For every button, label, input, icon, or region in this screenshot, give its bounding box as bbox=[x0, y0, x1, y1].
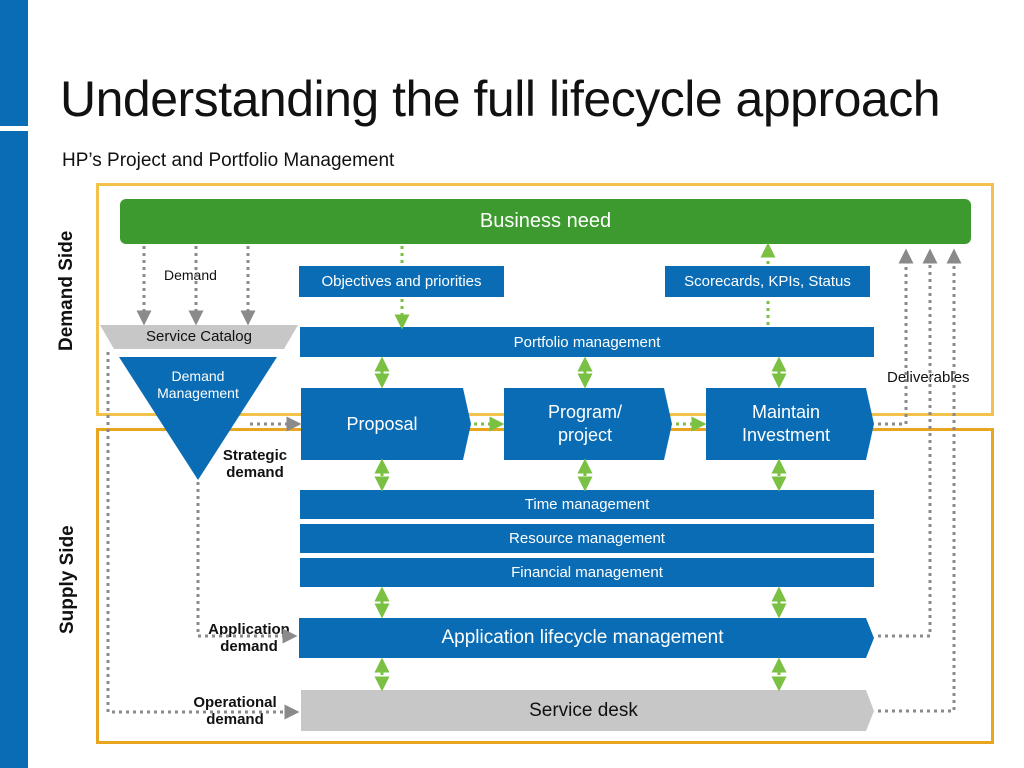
demand-label: Demand bbox=[164, 267, 217, 283]
application-lifecycle-label: Application lifecycle management bbox=[441, 627, 724, 648]
objectives-box: Objectives and priorities bbox=[299, 266, 504, 297]
service-catalog-label: Service Catalog bbox=[146, 328, 252, 345]
service-catalog-shape bbox=[100, 325, 298, 349]
program-project-label: Program/ project bbox=[547, 402, 623, 445]
application-demand-label: Application demand bbox=[208, 621, 290, 655]
service-desk-shape bbox=[301, 690, 874, 731]
proposal-label: Proposal bbox=[346, 413, 418, 434]
service-desk-label: Service desk bbox=[529, 699, 638, 721]
maintain-investment-label: Maintain Investment bbox=[741, 402, 831, 445]
scorecards-box: Scorecards, KPIs, Status bbox=[665, 266, 870, 297]
demand-management-triangle bbox=[119, 357, 277, 480]
business-need-bar: Business need bbox=[120, 199, 971, 244]
deliverables-label: Deliverables bbox=[887, 369, 970, 386]
time-management-bar: Time management bbox=[300, 490, 874, 519]
proposal-shape bbox=[301, 388, 471, 460]
strategic-demand-label: Strategic demand bbox=[222, 447, 288, 481]
financial-management-bar: Financial management bbox=[300, 558, 874, 587]
slide-title: Understanding the full lifecycle approac… bbox=[60, 71, 941, 127]
resource-management-bar: Resource management bbox=[300, 524, 874, 553]
maintain-investment-shape bbox=[706, 388, 874, 460]
portfolio-management-bar: Portfolio management bbox=[300, 327, 874, 357]
program-project-shape bbox=[504, 388, 672, 460]
operational-demand-label: Operational demand bbox=[193, 694, 277, 728]
application-lifecycle-shape bbox=[299, 618, 874, 658]
left-accent-bar-top bbox=[0, 0, 28, 126]
demand-management-label: Demand Management bbox=[157, 368, 239, 401]
slide-subtitle: HP’s Project and Portfolio Management bbox=[62, 150, 395, 171]
left-accent-bar-bottom bbox=[0, 131, 28, 768]
